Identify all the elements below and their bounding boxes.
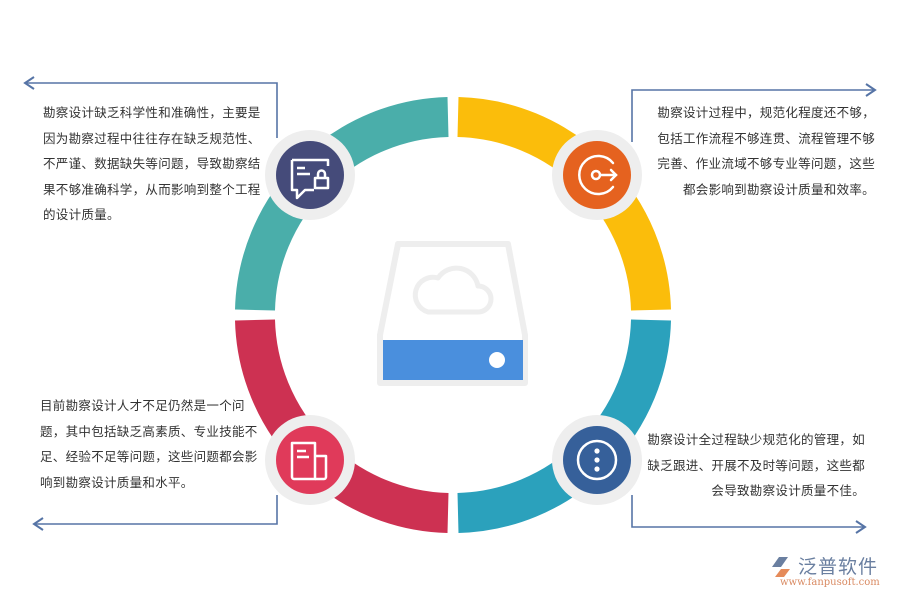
connector-top-left [23,76,278,138]
key-exit-icon-badge [552,130,642,220]
key-exit-icon [578,154,618,196]
connector-bottom-right [631,495,867,534]
brand-name: 泛普软件 [798,556,879,578]
description-bottom-right: 勘察设计全过程缺少规范化的管理，如缺乏跟进、开展不及时等问题，这些都会导致勘察设… [647,432,865,498]
more-vertical-circle-icon [576,439,618,481]
brand-mark-icon [772,557,790,577]
description-top-right: 勘察设计过程中，规范化程度还不够，包括工作流程不够连贯、流程管理不够完善、作业流… [657,105,875,197]
more-vertical-circle-icon-badge [552,415,642,505]
chat-lock-icon [290,158,330,200]
document-icon-badge [265,415,355,505]
description-bottom-left: 目前勘察设计人才不足仍然是一个问题，其中包括缺乏高素质、专业技能不足、经验不足等… [40,398,258,490]
brand-logo: 泛普软件 www.fanpusoft.com [770,552,895,597]
description-top-left: 勘察设计缺乏科学性和准确性，主要是因为勘察过程中往往存在缺乏规范性、不严谨、数据… [43,105,261,222]
chat-lock-icon-badge [265,130,355,220]
document-icon [290,441,328,481]
brand-url: www.fanpusoft.com [780,577,880,588]
connector-bottom-left [32,495,278,531]
cloud-storage-drive-icon [377,241,528,386]
connector-top-right [631,83,877,142]
